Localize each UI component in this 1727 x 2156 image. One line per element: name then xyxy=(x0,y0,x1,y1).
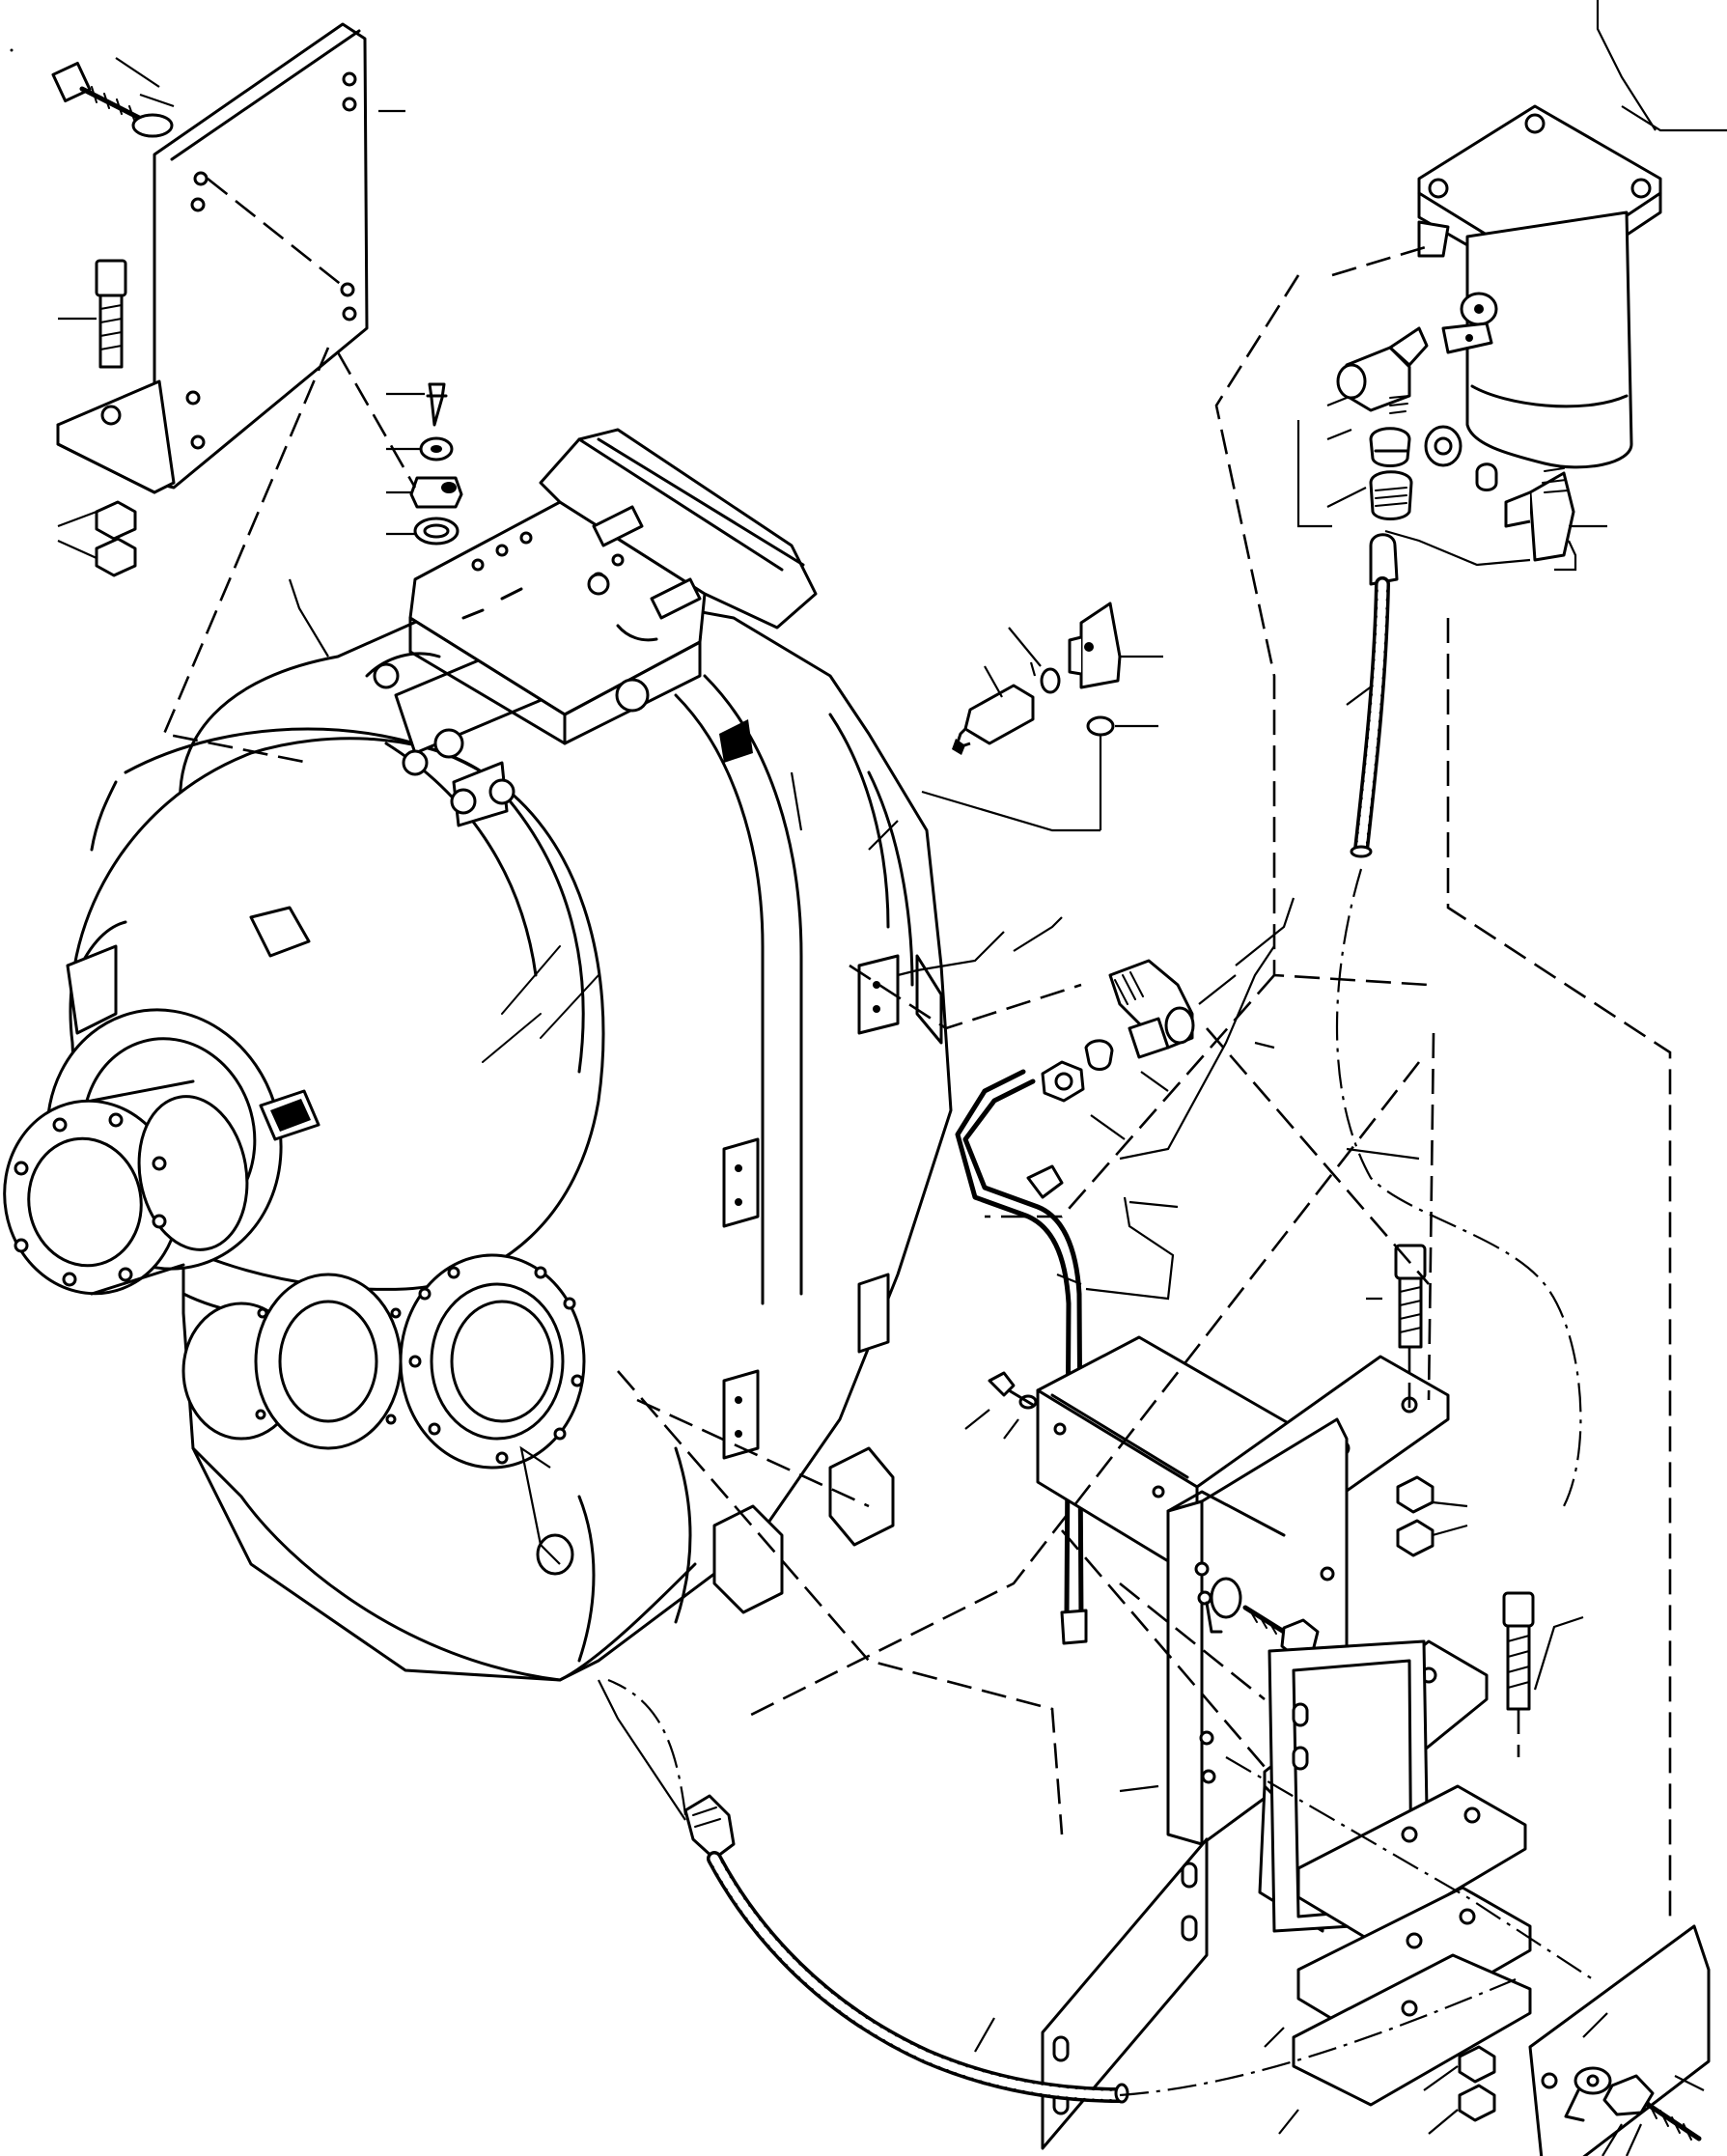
upper-bracket-fasteners xyxy=(51,57,405,577)
pressure-switch xyxy=(921,602,1163,832)
drain-hose xyxy=(598,1679,1129,2104)
control-valve xyxy=(408,428,818,745)
valve-fittings-column xyxy=(386,382,463,546)
end-plate-and-bolt xyxy=(1528,1924,1711,2156)
small-bolt-and-washer xyxy=(964,1371,1038,1440)
mounting-pad-assembly xyxy=(1041,1639,1594,2150)
oil-tube xyxy=(955,1069,1175,1645)
elbow-fitting xyxy=(897,916,1275,1161)
pad-nuts xyxy=(1423,2045,1496,2135)
pad-bolt xyxy=(1502,1591,1584,1757)
transmission-housing xyxy=(3,577,953,1682)
phantom-lines xyxy=(162,244,1672,2097)
oil-filter xyxy=(1296,0,1727,572)
upper-mounting-bracket xyxy=(56,22,369,494)
breather-hose xyxy=(1346,533,1399,858)
